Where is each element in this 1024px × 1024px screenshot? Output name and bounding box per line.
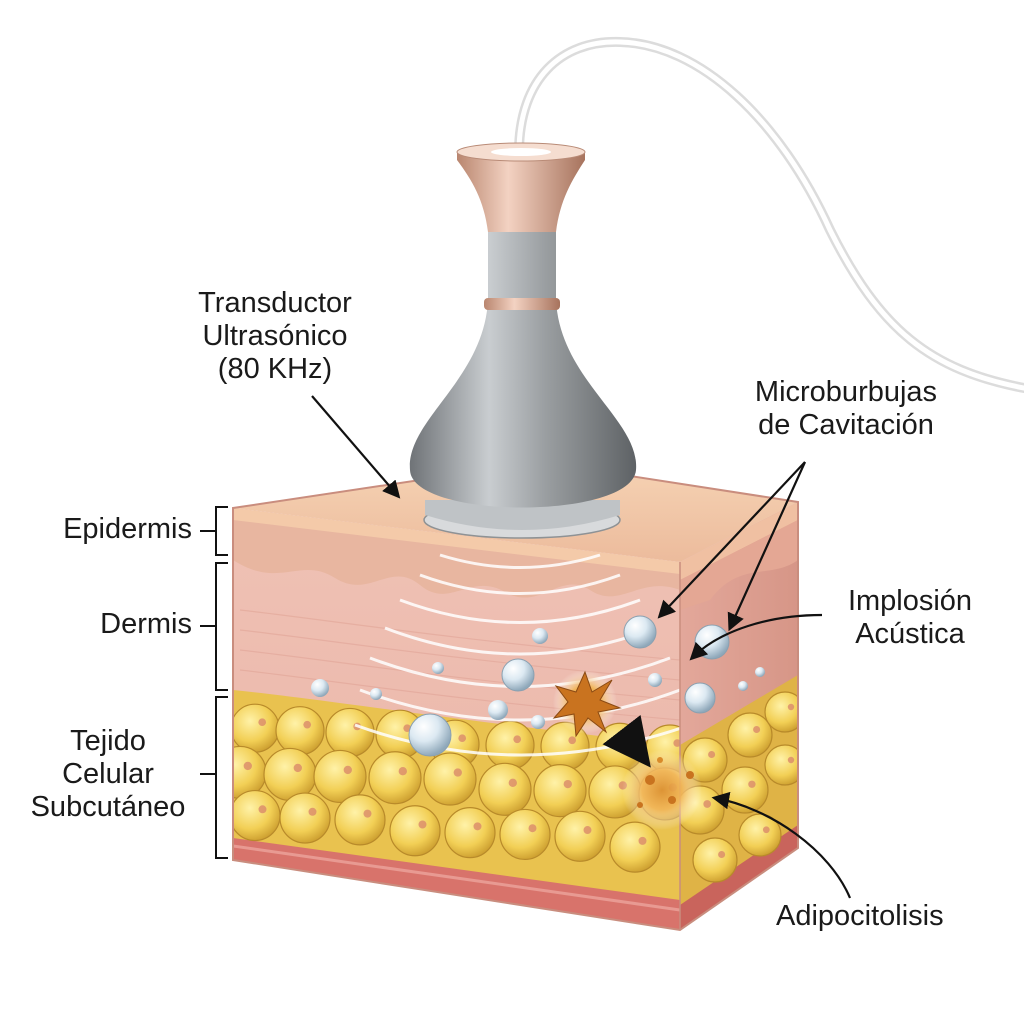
arrow-transducer [311,395,401,499]
fat-cell-nucleus [787,703,795,711]
fat-cell [609,821,661,873]
label-transducer: Transductor Ultrasónico (80 KHz) [195,287,355,386]
fat-cell [533,764,587,818]
fat-cell-nucleus [398,767,407,776]
fat-cell-nucleus [343,765,352,775]
label-dermis-text: Dermis [100,608,192,640]
fat-cell-nucleus [753,725,761,734]
label-implosion-line1: Implosión [847,585,973,617]
label-implosion: Implosión Acústica [820,585,1000,651]
acoustic-implosion [552,670,622,738]
label-transducer-line2: Ultrasónico [202,320,348,352]
fat-cell [485,720,535,770]
fat-cell-nucleus [748,780,756,788]
label-epidermis: Epidermis [20,513,192,546]
fat-cell [499,808,551,861]
fat-cell-nucleus [363,809,372,818]
label-subcutaneous-line3: Subcutáneo [30,791,186,823]
arrow-implosion [689,613,823,661]
label-microbubbles-line1: Microburbujas [754,376,938,408]
arrow-microbubbles-1 [657,461,806,619]
fat-cell [275,706,325,756]
ultrasonic-transducer [409,142,637,539]
fat-cell-nucleus [762,826,770,834]
fat-cell-nucleus [787,756,795,764]
fat-cell-side [764,691,798,733]
adipocytolysis-burst [602,714,702,830]
label-subcutaneous-line1: Tejido [70,725,146,757]
layer-brackets [200,506,228,859]
fat-cell [233,789,281,842]
fat-cell [233,703,280,753]
fat-cell-side [764,744,798,786]
arrow-adipocytolysis [711,791,852,899]
fat-cell-side [727,712,773,758]
fat-cell-nucleus [513,735,522,744]
fat-cell-nucleus [258,805,267,814]
fat-cell [389,805,441,857]
fat-cell-nucleus [473,822,482,831]
fat-cell-nucleus [568,736,577,745]
fat-cell [325,707,375,758]
fat-cell [263,747,317,802]
fat-cell-nucleus [718,850,726,859]
fat-cell-nucleus [508,778,517,787]
fat-cell [313,749,367,804]
arrow-microbubbles-2 [727,461,807,632]
fat-cell [279,792,331,844]
fat-cell-nucleus [528,824,537,833]
fat-cell-side [692,837,738,883]
fat-cell-nucleus [418,820,427,829]
label-dermis: Dermis [20,608,192,641]
fat-cell-nucleus [703,800,712,808]
label-subcutaneous: Tejido Celular Subcutáneo [22,725,194,824]
fat-cell-nucleus [638,836,647,845]
label-adipocytolysis-text: Adipocitolisis [776,900,944,932]
label-microbubbles: Microburbujas de Cavitación [728,376,964,442]
fat-cell [334,794,386,846]
fat-cell [368,751,422,805]
fat-cell-nucleus [453,768,462,777]
label-adipocytolysis: Adipocitolisis [776,900,944,933]
fat-cell-nucleus [458,734,467,743]
fat-cell-side [738,813,782,857]
fat-cell-nucleus [563,779,572,789]
fat-cell-nucleus [583,826,592,835]
fat-cell-nucleus [258,718,267,727]
label-microbubbles-line2: de Cavitación [758,409,934,441]
fat-cell-nucleus [293,763,302,773]
fat-cell [423,752,477,806]
fat-cell-nucleus [673,739,680,747]
label-subcutaneous-line2: Celular [62,758,154,790]
label-transducer-line1: Transductor [198,287,352,319]
device-cable [514,36,1024,393]
label-transducer-line3: (80 KHz) [217,353,333,385]
fat-cell [478,762,532,816]
fat-cell-nucleus [303,720,312,729]
label-epidermis-text: Epidermis [63,513,192,545]
skin-side-face [680,502,798,930]
fat-cell-nucleus [243,761,252,771]
fat-cell-nucleus [308,807,317,816]
fat-cell [554,810,606,862]
fat-cell-nucleus [708,750,716,759]
fat-cell [444,806,496,859]
label-implosion-line2: Acústica [855,618,965,650]
skin-front-face [233,508,680,930]
